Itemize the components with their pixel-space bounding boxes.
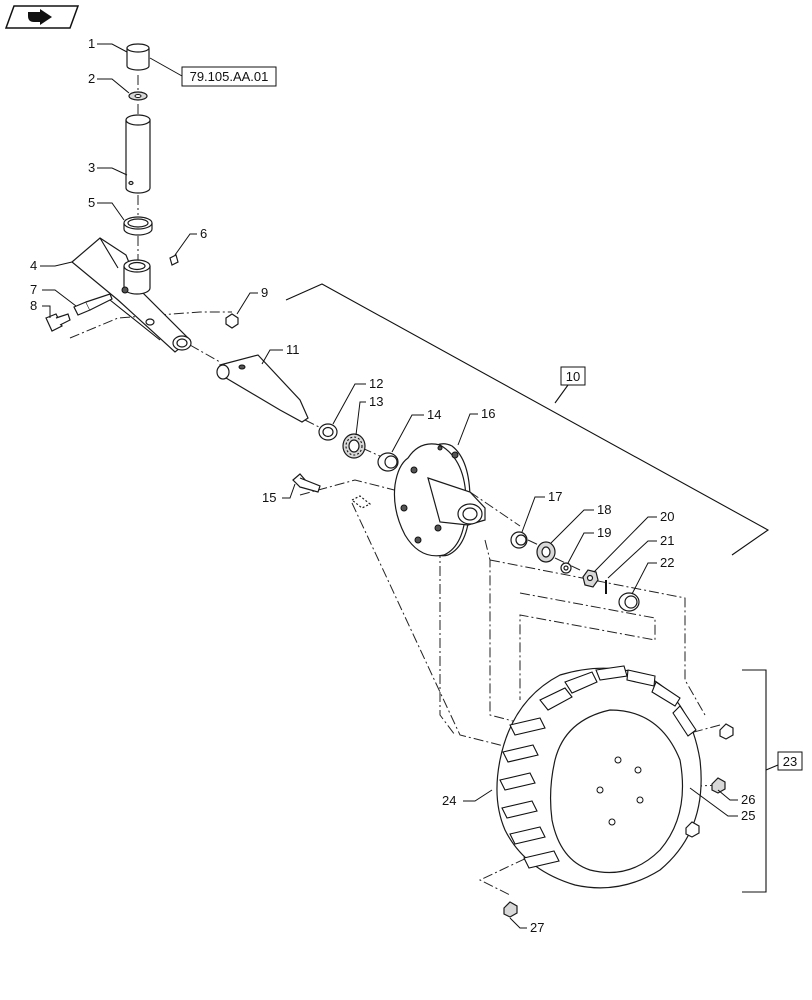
callout-15: 15: [262, 490, 276, 505]
callout-7: 7: [30, 282, 37, 297]
callout-27: 27: [530, 920, 544, 935]
part-8-bolt: [45, 313, 71, 332]
part-3-pivot-pin: [125, 114, 151, 194]
back-arrow-icon[interactable]: [4, 5, 80, 29]
callout-17: 17: [548, 489, 562, 504]
part-11-spindle: [216, 354, 309, 423]
callout-13: 13: [369, 394, 383, 409]
part-12-seal: [318, 423, 338, 441]
callout-18: 18: [597, 502, 611, 517]
callout-26: 26: [741, 792, 755, 807]
part-22-dust-cap: [618, 592, 640, 612]
reference-23-text: 23: [783, 754, 797, 769]
callout-25: 25: [741, 808, 755, 823]
callout-3: 3: [88, 160, 95, 175]
part-24-tire: [496, 665, 702, 889]
leader-lines: [40, 43, 738, 929]
callout-11: 11: [286, 342, 300, 357]
callout-12: 12: [369, 376, 383, 391]
part-15-wheel-stud: [292, 473, 372, 509]
part-17-cup: [510, 531, 528, 549]
part-9-nut: [225, 313, 239, 329]
callout-labels: 1 2 3 4 5 6 7 8 9 11 12 13 14 15 16 17 1…: [30, 36, 755, 935]
part-7-bolt: [73, 293, 113, 316]
callout-2: 2: [88, 71, 95, 86]
callout-1: 1: [88, 36, 95, 51]
reference-box-10[interactable]: 10: [560, 366, 586, 386]
part-25-lug-nut: [719, 723, 734, 740]
part-16-hub: [393, 443, 486, 557]
callout-19: 19: [597, 525, 611, 540]
reference-box-top[interactable]: 79.105.AA.01: [149, 57, 277, 87]
reference-79-105-aa-01-text: 79.105.AA.01: [190, 69, 269, 84]
part-4-caster-fork: [71, 237, 192, 353]
callout-24: 24: [442, 793, 456, 808]
callout-9: 9: [261, 285, 268, 300]
callout-16: 16: [481, 406, 495, 421]
part-26-lug-nut: [711, 777, 726, 794]
callout-4: 4: [30, 258, 37, 273]
part-5-ring: [123, 216, 153, 236]
part-13-bearing: [342, 433, 366, 459]
group-10-bracket: [285, 283, 770, 556]
callout-5: 5: [88, 195, 95, 210]
lug-nut-lower: [685, 821, 700, 838]
part-19-washer: [560, 562, 572, 574]
reference-box-23[interactable]: 23: [777, 751, 803, 771]
part-14-cup: [377, 452, 399, 472]
group-23-bracket: [742, 669, 779, 893]
part-18-bearing: [536, 541, 556, 563]
part-6-grease-fitting: [169, 254, 179, 266]
part-27-lug-nut: [503, 901, 518, 918]
callout-20: 20: [660, 509, 674, 524]
callout-6: 6: [200, 226, 207, 241]
callout-22: 22: [660, 555, 674, 570]
callout-8: 8: [30, 298, 37, 313]
callout-14: 14: [427, 407, 441, 422]
part-2-washer: [128, 91, 148, 101]
callout-21: 21: [660, 533, 674, 548]
part-1-bushing: [126, 43, 150, 71]
part-20-castle-nut: [582, 569, 599, 588]
reference-10-text: 10: [566, 369, 580, 384]
